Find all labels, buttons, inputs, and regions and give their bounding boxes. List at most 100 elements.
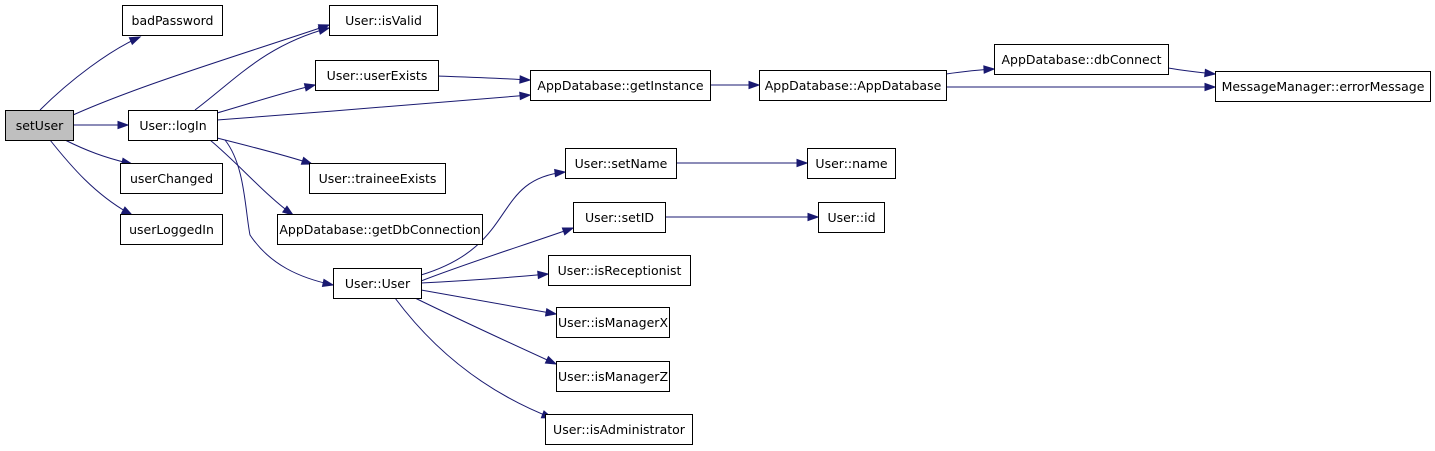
edge-getInstance-to-appDbCtor — [710, 80, 761, 90]
node-label: setUser — [16, 118, 64, 133]
node-label: User::isAdministrator — [553, 422, 686, 437]
arrowhead-icon — [1204, 68, 1217, 78]
edges-layer — [39, 24, 1217, 419]
edge-appDbCtor-to-dbConnect — [945, 65, 996, 75]
arrowhead-icon — [983, 65, 996, 74]
node-label: User::name — [815, 156, 887, 171]
node-box[interactable] — [315, 60, 439, 91]
edge-setUser-to-isValid — [72, 24, 331, 116]
edge-line — [216, 84, 316, 114]
edge-dbConnect-to-errorMessage — [1167, 67, 1217, 78]
edge-userCtor-to-setID — [420, 227, 575, 282]
node-box[interactable] — [309, 163, 446, 194]
node-id[interactable]: User::id — [818, 202, 885, 233]
arrowhead-icon — [807, 212, 820, 222]
arrowhead-icon — [317, 26, 331, 35]
node-box[interactable] — [5, 110, 74, 141]
node-errorMessage[interactable]: MessageManager::errorMessage — [1215, 71, 1431, 102]
node-userLoggedIn[interactable]: userLoggedIn — [120, 214, 223, 245]
nodes-layer: setUser badPassword User::isValidUser::log… — [5, 5, 1431, 445]
node-isValid[interactable]: User::isValid — [329, 5, 438, 36]
arrowhead-icon — [537, 270, 550, 280]
node-box[interactable] — [807, 148, 896, 179]
edge-logIn-to-isValid — [194, 26, 331, 111]
edge-logIn-to-userExists — [216, 83, 317, 114]
node-name[interactable]: User::name — [807, 148, 896, 179]
node-appDbCtor[interactable]: AppDatabase::AppDatabase — [759, 70, 947, 101]
node-box[interactable] — [556, 361, 670, 392]
node-box[interactable] — [120, 163, 223, 194]
edge-logIn-to-getDbConnection — [209, 139, 295, 216]
node-label: User::isReceptionist — [558, 263, 682, 278]
node-isReceptionist[interactable]: User::isReceptionist — [548, 255, 691, 286]
edge-line — [394, 297, 553, 419]
edge-line — [420, 227, 574, 282]
edge-line — [420, 273, 549, 284]
edge-line — [420, 289, 557, 315]
edge-userCtor-to-isReceptionist — [420, 270, 550, 284]
arrowhead-icon — [120, 206, 134, 216]
node-badPassword[interactable]: badPassword — [122, 5, 223, 36]
node-isAdministrator[interactable]: User::isAdministrator — [545, 414, 693, 445]
arrowhead-icon — [303, 83, 317, 92]
node-label: AppDatabase::getInstance — [537, 78, 703, 93]
node-dbConnect[interactable]: AppDatabase::dbConnect — [994, 44, 1169, 75]
node-box[interactable] — [530, 70, 711, 101]
node-getInstance[interactable]: AppDatabase::getInstance — [530, 70, 711, 101]
node-isManagerZ[interactable]: User::isManagerZ — [556, 361, 670, 392]
arrowhead-icon — [321, 278, 335, 288]
arrowhead-icon — [117, 120, 130, 130]
edge-line — [64, 139, 133, 165]
node-box[interactable] — [994, 44, 1169, 75]
node-box[interactable] — [545, 414, 693, 445]
arrowhead-icon — [561, 227, 575, 236]
node-setUser[interactable]: setUser — [5, 110, 74, 141]
edge-userCtor-to-isManagerX — [420, 289, 558, 317]
node-label: AppDatabase::getDbConnection — [279, 222, 480, 237]
edge-line — [216, 137, 313, 165]
edge-userCtor-to-isAdministrator — [394, 297, 554, 419]
node-box[interactable] — [120, 214, 223, 245]
node-box[interactable] — [122, 5, 223, 36]
edge-setUser-to-userChanged — [64, 139, 134, 166]
node-box[interactable] — [128, 110, 218, 141]
node-isManagerX[interactable]: User::isManagerX — [556, 307, 670, 338]
arrowhead-icon — [519, 91, 532, 101]
node-label: User::isValid — [345, 13, 422, 28]
arrowhead-icon — [544, 307, 558, 317]
arrowhead-icon — [544, 355, 558, 365]
edge-setName-to-name — [676, 158, 809, 168]
edge-setID-to-id — [665, 212, 820, 222]
node-box[interactable] — [759, 70, 947, 101]
node-box[interactable] — [1215, 71, 1431, 102]
node-box[interactable] — [277, 214, 483, 245]
edge-line — [194, 27, 330, 111]
edge-userExists-to-getInstance — [437, 75, 532, 84]
arrowhead-icon — [1204, 82, 1217, 92]
node-box[interactable] — [548, 255, 691, 286]
node-box[interactable] — [818, 202, 885, 233]
node-label: AppDatabase::AppDatabase — [765, 78, 942, 93]
node-userCtor[interactable]: User::User — [333, 268, 422, 299]
node-box[interactable] — [573, 202, 666, 233]
edge-line — [216, 94, 531, 121]
node-setName[interactable]: User::setName — [565, 148, 677, 179]
node-logIn[interactable]: User::logIn — [128, 110, 218, 141]
edge-line — [49, 139, 133, 216]
edge-line — [224, 139, 334, 286]
node-setID[interactable]: User::setID — [573, 202, 666, 233]
node-traineeExists[interactable]: User::traineeExists — [309, 163, 446, 194]
node-box[interactable] — [329, 5, 438, 36]
node-label: User::isManagerZ — [558, 369, 668, 384]
node-box[interactable] — [565, 148, 677, 179]
edge-logIn-to-getInstance — [216, 91, 532, 121]
node-box[interactable] — [556, 307, 670, 338]
edge-line — [72, 24, 330, 116]
node-userExists[interactable]: User::userExists — [315, 60, 439, 91]
node-getDbConnection[interactable]: AppDatabase::getDbConnection — [277, 214, 483, 245]
node-userChanged[interactable]: userChanged — [120, 163, 223, 194]
arrowhead-icon — [128, 36, 142, 46]
arrowhead-icon — [281, 205, 295, 216]
node-label: MessageManager::errorMessage — [1222, 79, 1425, 94]
node-box[interactable] — [333, 268, 422, 299]
